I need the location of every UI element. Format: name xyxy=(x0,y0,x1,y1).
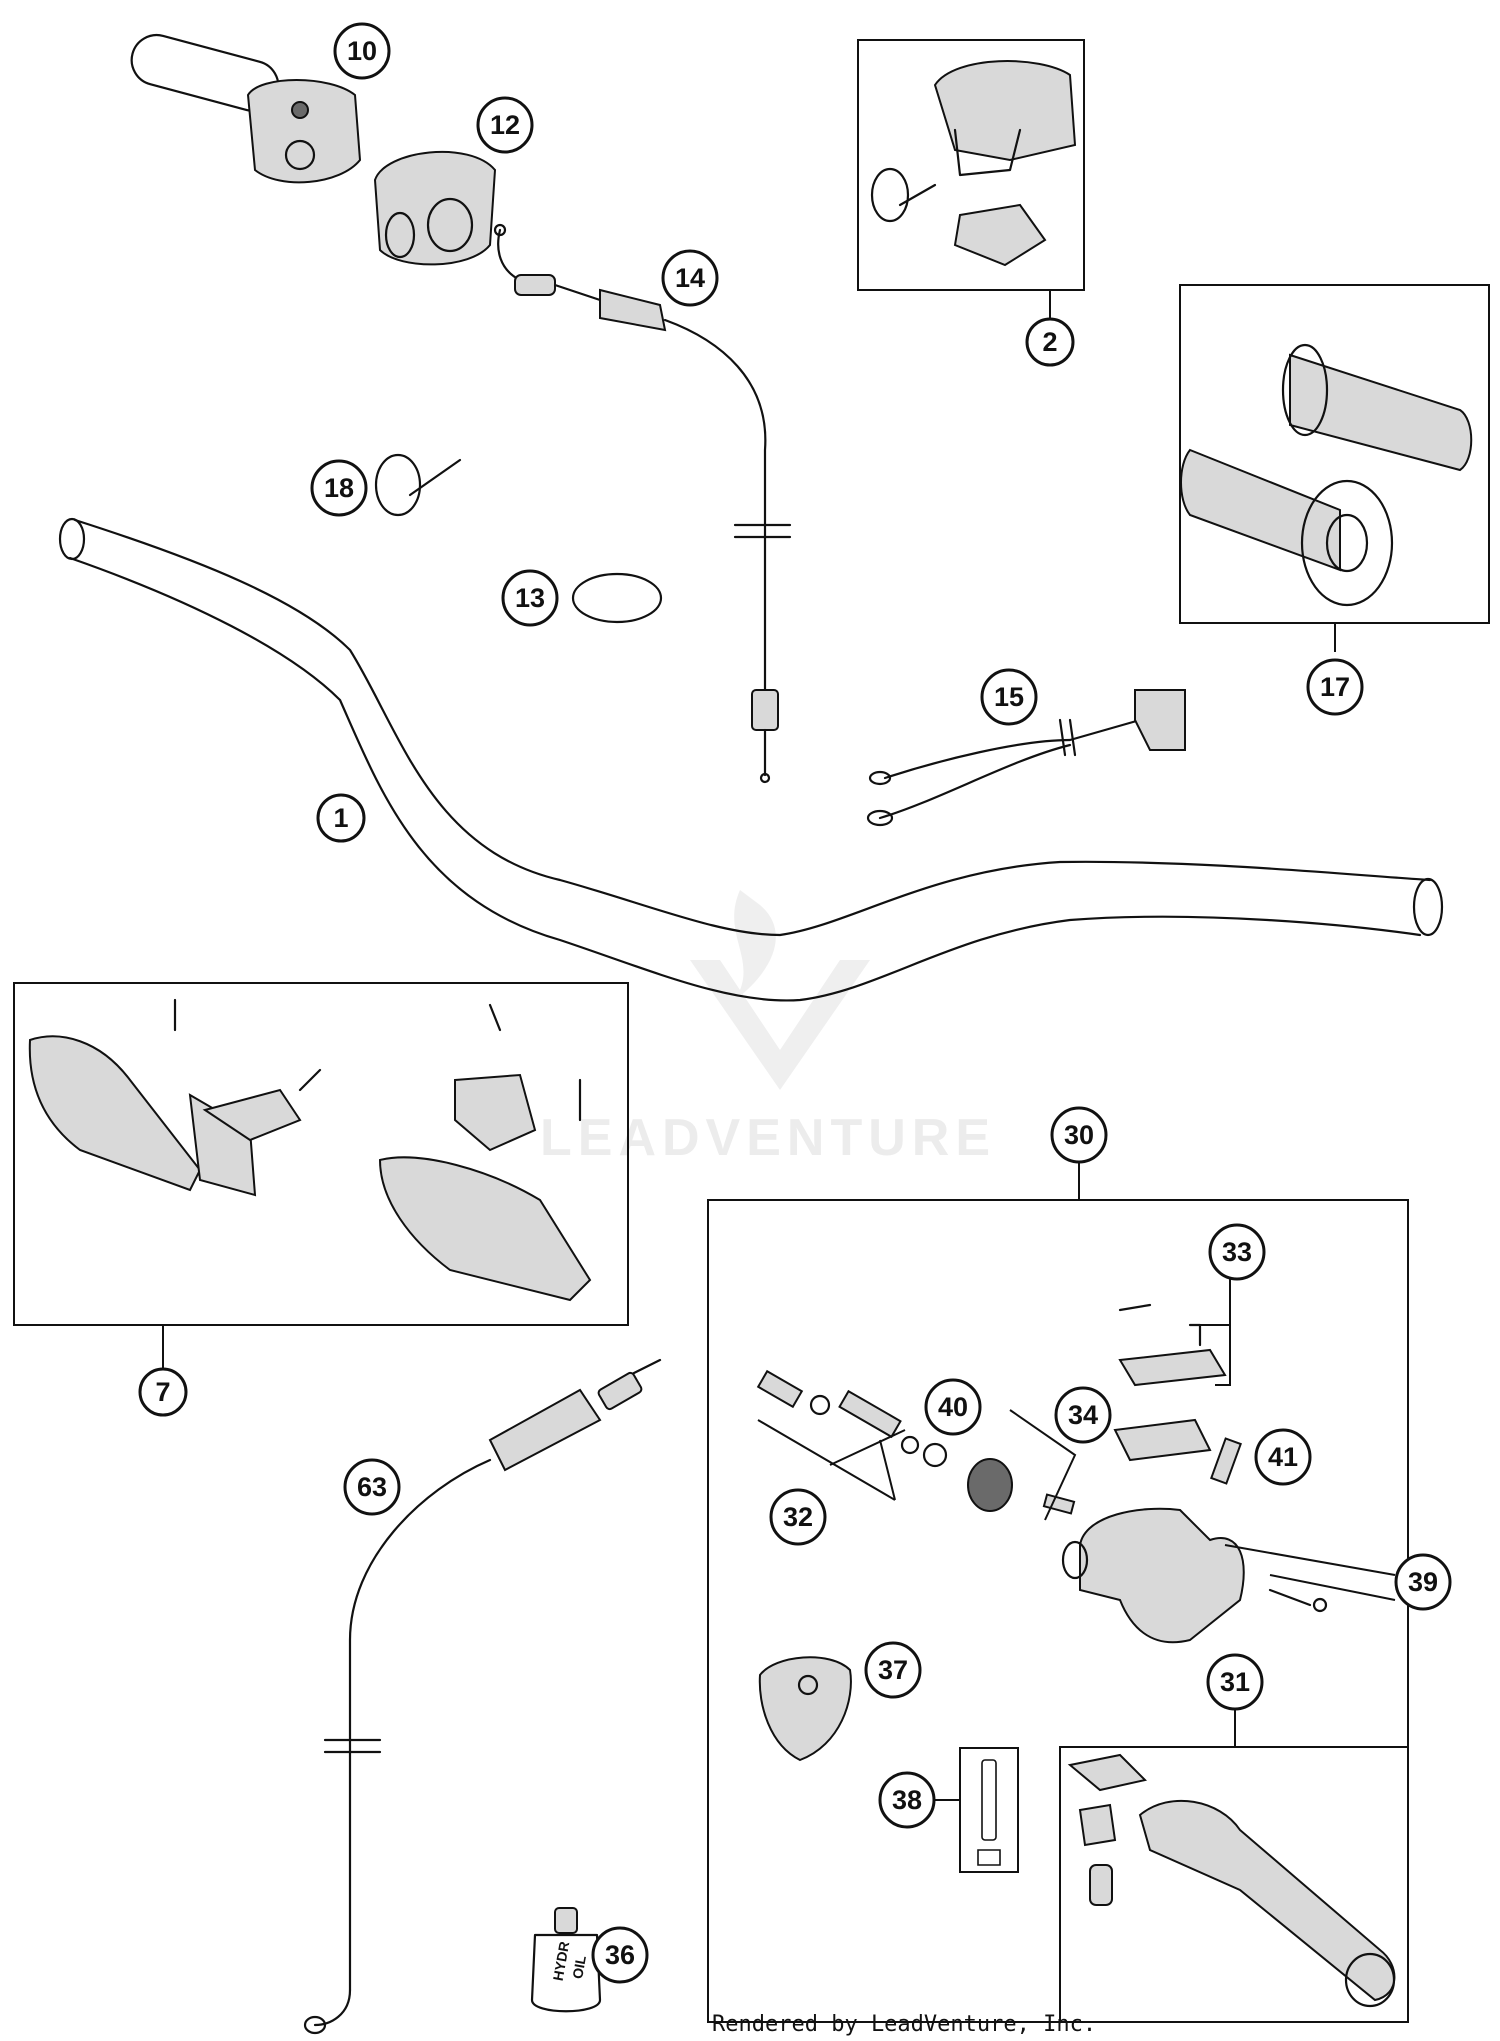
svg-text:10: 10 xyxy=(347,36,377,66)
callout-37: 37 xyxy=(864,1641,922,1699)
callout-12: 12 xyxy=(476,96,534,154)
watermark-text: LEADVENTURE xyxy=(540,1109,996,1167)
handguard-kit-box xyxy=(13,982,629,1326)
svg-text:36: 36 xyxy=(605,1940,635,1970)
reservoir-cap-part xyxy=(1118,1303,1227,1387)
callout-39: 39 xyxy=(1394,1553,1452,1611)
svg-text:18: 18 xyxy=(324,473,354,503)
bottle-label-hydr: HYDR xyxy=(550,1940,573,1982)
watermark: LEADVENTURE xyxy=(540,890,996,1167)
master-cylinder-cover-part xyxy=(758,1656,852,1762)
svg-text:12: 12 xyxy=(490,110,520,140)
callout-7: 7 xyxy=(138,1367,188,1417)
callout-33: 33 xyxy=(1208,1223,1266,1281)
svg-text:41: 41 xyxy=(1268,1442,1298,1472)
throttle-cable-part xyxy=(493,223,792,784)
svg-text:38: 38 xyxy=(892,1785,922,1815)
handlebar-part xyxy=(58,517,1444,1002)
callout-2: 2 xyxy=(1025,317,1075,367)
handguards-part xyxy=(28,998,592,1302)
callout-1: 1 xyxy=(316,793,366,843)
o-ring-part xyxy=(571,572,663,624)
piston-kit-part xyxy=(756,1369,948,1501)
bottle-label-oil: OIL xyxy=(569,1954,589,1980)
svg-text:31: 31 xyxy=(1220,1667,1250,1697)
svg-text:40: 40 xyxy=(938,1392,968,1422)
callout-13: 13 xyxy=(501,569,559,627)
brake-assembly-box xyxy=(707,1199,1409,2023)
callout-36: 36 xyxy=(591,1926,649,1984)
svg-text:32: 32 xyxy=(783,1502,813,1532)
leader-lines xyxy=(162,290,1396,1801)
callout-15: 15 xyxy=(980,668,1038,726)
brake-line-part xyxy=(303,1358,662,2035)
callout-40: 40 xyxy=(924,1378,982,1436)
pin-part xyxy=(1210,1437,1242,1485)
svg-text:15: 15 xyxy=(994,682,1024,712)
svg-text:37: 37 xyxy=(878,1655,908,1685)
hydraulic-oil-bottle-part: HYDR OIL xyxy=(530,1907,602,2013)
throttle-tube-part xyxy=(130,33,362,184)
throttle-cover-part xyxy=(373,150,497,266)
callout-38: 38 xyxy=(878,1771,936,1829)
callout-18: 18 xyxy=(310,459,368,517)
callout-30: 30 xyxy=(1050,1106,1108,1164)
svg-text:2: 2 xyxy=(1042,327,1057,357)
switch-housing-part xyxy=(870,60,1077,267)
svg-text:7: 7 xyxy=(155,1377,170,1407)
master-cylinder-part xyxy=(1061,1507,1396,1644)
screw-kit-box xyxy=(959,1747,1019,1873)
callout-10: 10 xyxy=(333,22,391,80)
svg-text:13: 13 xyxy=(515,583,545,613)
svg-text:34: 34 xyxy=(1068,1400,1098,1430)
svg-text:63: 63 xyxy=(357,1472,387,1502)
reservoir-diaphragm-part xyxy=(1113,1418,1212,1462)
svg-text:33: 33 xyxy=(1222,1237,1252,1267)
callout-17: 17 xyxy=(1306,658,1364,716)
callout-63: 63 xyxy=(343,1458,401,1516)
render-credit: Rendered by LeadVenture, Inc. xyxy=(712,2012,1097,2037)
svg-text:39: 39 xyxy=(1408,1567,1438,1597)
callout-14: 14 xyxy=(661,249,719,307)
switch-kit-box xyxy=(857,39,1085,291)
callout-34: 34 xyxy=(1054,1386,1112,1444)
callout-31: 31 xyxy=(1206,1653,1264,1711)
cable-tie-part xyxy=(374,453,462,517)
svg-text:30: 30 xyxy=(1064,1120,1094,1150)
grips-part xyxy=(1180,343,1473,607)
seal-kit-part xyxy=(967,1409,1077,1521)
svg-text:17: 17 xyxy=(1320,672,1350,702)
callout-41: 41 xyxy=(1254,1428,1312,1486)
callout-32: 32 xyxy=(769,1488,827,1546)
screw-part xyxy=(977,1759,1001,1866)
svg-text:1: 1 xyxy=(333,803,348,833)
svg-text:14: 14 xyxy=(675,263,705,293)
brake-lever-part xyxy=(1067,1753,1396,2008)
switch-cable-part xyxy=(866,689,1186,827)
